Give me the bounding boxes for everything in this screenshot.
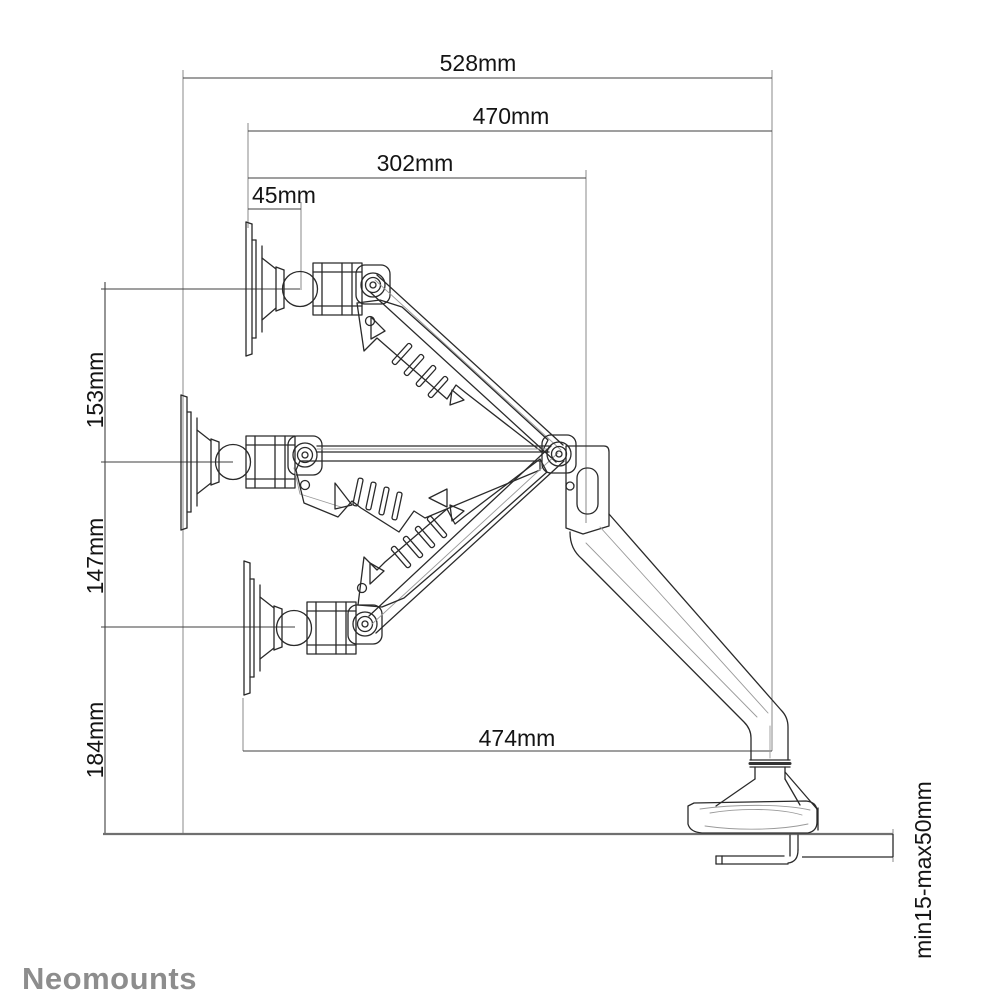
ball-joint-middle: [196, 429, 252, 495]
pivot-bolt-top: [360, 272, 386, 327]
dim-470-label: 470mm: [473, 103, 550, 129]
riser-arm: [569, 513, 789, 761]
dim-528-label: 528mm: [440, 50, 517, 76]
arm-position-top: [245, 221, 564, 463]
vesa-plate-middle: [180, 394, 198, 531]
clamp-body: [715, 766, 819, 831]
rotation-collar: [748, 759, 792, 768]
spring-cover-bottom: [357, 458, 548, 608]
arm-drawing: [180, 221, 819, 865]
forearm-link-top: [369, 274, 564, 463]
brand-logo: Neomounts: [22, 961, 197, 996]
pivot-bolt-middle: [292, 442, 318, 491]
dim-184-label: 184mm: [82, 702, 108, 779]
spring-cover-top: [356, 299, 549, 453]
dimension-extension-lines: [182, 70, 894, 862]
spring-cover-middle: [295, 460, 541, 533]
clamp-base: [687, 800, 818, 834]
elbow-joint: [541, 434, 610, 535]
under-desk-hook: [715, 834, 799, 865]
vesa-plate-bottom: [243, 560, 261, 696]
arm-position-middle: [180, 394, 550, 533]
head-clevis-top: [312, 262, 391, 316]
dim-302-label: 302mm: [377, 150, 454, 176]
ball-joint-top: [261, 257, 319, 321]
arm-position-bottom: [243, 445, 565, 696]
dim-45-label: 45mm: [252, 182, 316, 208]
desk-surface: [103, 832, 894, 858]
dim-147-label: 147mm: [82, 518, 108, 595]
dim-153-label: 153mm: [82, 352, 108, 429]
desk-clamp: [687, 759, 819, 865]
forearm-link-middle: [293, 445, 550, 508]
vesa-plate-top: [245, 221, 263, 357]
dimension-lines: [101, 77, 772, 833]
forearm-link-bottom: [368, 445, 565, 634]
dimension-labels: 528mm 470mm 302mm 45mm 153mm 147mm 184mm…: [82, 50, 936, 959]
dim-474-label: 474mm: [479, 725, 556, 751]
ball-joint-bottom: [259, 596, 313, 660]
dim-desk-thickness-label: min15-max50mm: [910, 781, 936, 959]
